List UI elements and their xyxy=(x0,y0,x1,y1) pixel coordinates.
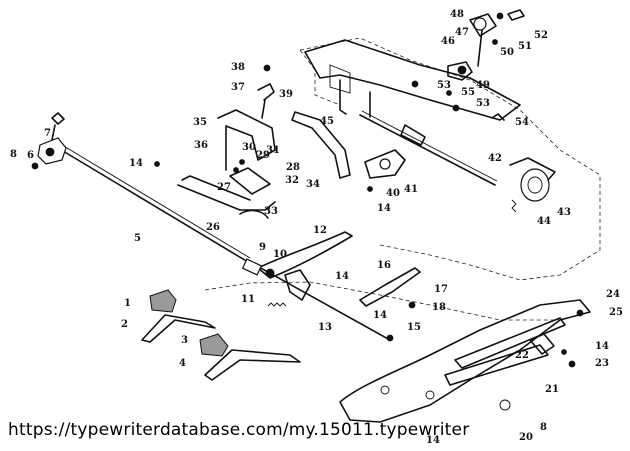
base-plate xyxy=(339,299,591,423)
part-number-11: 11 xyxy=(241,294,255,305)
part-number-38: 38 xyxy=(231,62,245,73)
part-number-15: 15 xyxy=(407,322,421,333)
part-number-36: 36 xyxy=(194,140,208,151)
top-right-mechanism xyxy=(447,9,525,81)
part-number-26: 26 xyxy=(206,222,220,233)
part-number-22: 22 xyxy=(515,350,529,361)
hardware-screws xyxy=(154,64,584,368)
part-number-37: 37 xyxy=(231,82,245,93)
part-number-14: 14 xyxy=(595,341,609,352)
part-number-50: 50 xyxy=(500,47,514,58)
spring-drum xyxy=(509,157,556,213)
pawl-assembly xyxy=(364,124,426,179)
upper-frame-plate xyxy=(304,39,521,121)
part-number-41: 41 xyxy=(404,184,418,195)
part-number-29: 29 xyxy=(256,150,270,161)
part-number-13: 13 xyxy=(318,322,332,333)
part-number-18: 18 xyxy=(432,302,446,313)
part-number-8: 8 xyxy=(540,422,547,433)
part-number-5: 5 xyxy=(134,233,141,244)
rear-shaft xyxy=(359,110,498,186)
part-number-33: 33 xyxy=(264,206,278,217)
part-number-14: 14 xyxy=(129,158,143,169)
part-number-2: 2 xyxy=(121,319,128,330)
part-number-14: 14 xyxy=(426,435,440,446)
part-number-20: 20 xyxy=(519,432,533,443)
part-number-54: 54 xyxy=(515,117,529,128)
part-number-47: 47 xyxy=(455,27,469,38)
part-number-14: 14 xyxy=(377,203,391,214)
part-number-1: 1 xyxy=(124,298,131,309)
part-number-27: 27 xyxy=(217,182,231,193)
part-number-9: 9 xyxy=(259,242,266,253)
rear-lever-arm xyxy=(291,111,351,179)
part-number-53: 53 xyxy=(476,98,490,109)
part-number-24: 24 xyxy=(606,289,620,300)
part-number-14: 14 xyxy=(335,271,349,282)
part-number-17: 17 xyxy=(434,284,448,295)
part-number-3: 3 xyxy=(181,335,188,346)
part-number-46: 46 xyxy=(441,36,455,47)
part-number-43: 43 xyxy=(557,207,571,218)
part-number-8: 8 xyxy=(10,149,17,160)
part-number-14: 14 xyxy=(373,310,387,321)
part-number-10: 10 xyxy=(273,249,287,260)
collar-spring xyxy=(241,258,311,307)
part-number-48: 48 xyxy=(450,9,464,20)
part-number-6: 6 xyxy=(27,150,34,161)
part-number-51: 51 xyxy=(518,41,532,52)
part-number-35: 35 xyxy=(193,117,207,128)
part-number-7: 7 xyxy=(44,128,51,139)
lever-16 xyxy=(359,267,421,307)
part-number-28: 28 xyxy=(286,162,300,173)
watermark-url: https://typewriterdatabase.com/my.15011.… xyxy=(8,420,470,440)
part-number-4: 4 xyxy=(179,358,186,369)
part-number-52: 52 xyxy=(534,30,548,41)
callout-labels: 1234567891011121314141414141415161718202… xyxy=(10,9,623,446)
part-number-44: 44 xyxy=(537,216,551,227)
curved-lever-12 xyxy=(257,231,353,279)
part-number-40: 40 xyxy=(386,188,400,199)
part-number-53: 53 xyxy=(437,80,451,91)
part-number-45: 45 xyxy=(320,116,334,127)
left-end-bracket xyxy=(31,112,67,170)
part-number-23: 23 xyxy=(595,358,609,369)
part-number-16: 16 xyxy=(377,260,391,271)
part-number-25: 25 xyxy=(609,307,623,318)
part-number-34: 34 xyxy=(306,179,320,190)
part-number-12: 12 xyxy=(313,225,327,236)
part-number-42: 42 xyxy=(488,153,502,164)
part-number-30: 30 xyxy=(242,142,256,153)
part-number-49: 49 xyxy=(476,80,490,91)
part-number-21: 21 xyxy=(545,384,559,395)
part-number-39: 39 xyxy=(279,89,293,100)
assembly-outline xyxy=(204,37,601,321)
part-number-31: 31 xyxy=(266,145,280,156)
center-lever-bracket xyxy=(177,83,276,219)
key-levers xyxy=(141,289,301,381)
part-number-32: 32 xyxy=(285,175,299,186)
part-number-55: 55 xyxy=(461,87,475,98)
